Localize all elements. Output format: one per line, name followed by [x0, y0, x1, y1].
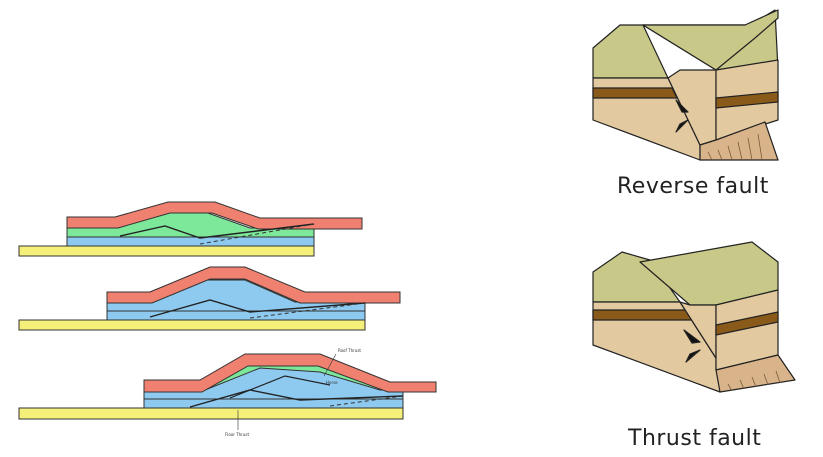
- floor-thrust-label: Floor Thrust: [225, 432, 249, 437]
- right-band: [715, 311, 779, 336]
- blue-layer: [106, 310, 366, 321]
- scarp-hatching: [707, 133, 763, 161]
- thrust-line: [119, 223, 315, 239]
- red-layer: [106, 266, 401, 304]
- thrust-dashed: [249, 302, 366, 319]
- left-block-top: [592, 24, 669, 79]
- thrust-fault-block: [592, 241, 796, 393]
- blue-layer: [66, 236, 315, 247]
- blue-layer: [143, 398, 404, 409]
- base-layer: [18, 407, 404, 420]
- cross-section-3: [18, 353, 437, 430]
- horse-label: Horse: [326, 380, 338, 385]
- thrust-dashed: [199, 223, 315, 245]
- base-layer: [18, 245, 315, 257]
- reverse-fault-block: [592, 9, 779, 161]
- fault-arrow-down: [685, 349, 701, 363]
- fault-arrow-down: [675, 119, 689, 133]
- base-layer: [18, 319, 366, 331]
- fault-arrow-up: [675, 99, 689, 113]
- thrust-dashed: [329, 395, 404, 407]
- left-band: [592, 309, 693, 321]
- fault-scarp: [699, 121, 779, 161]
- reverse-fault-caption: Reverse fault: [617, 174, 769, 199]
- fault-arrow-up: [683, 329, 701, 344]
- thrust-line-2: [229, 375, 331, 399]
- roof-thrust-leader: [323, 353, 337, 377]
- fault-scarp: [715, 354, 796, 393]
- left-band: [592, 87, 678, 99]
- red-layer: [143, 353, 437, 393]
- thrust-line: [149, 299, 366, 318]
- scarp-hatching: [727, 370, 781, 392]
- cross-section-1: [18, 201, 363, 257]
- thrust-fault-caption: Thrust fault: [628, 426, 762, 451]
- right-band: [715, 91, 779, 109]
- cross-section-2: [18, 266, 401, 331]
- red-layer: [66, 201, 363, 230]
- roof-thrust-label: Roof Thrust: [338, 348, 361, 353]
- thrust-line-1: [189, 389, 404, 408]
